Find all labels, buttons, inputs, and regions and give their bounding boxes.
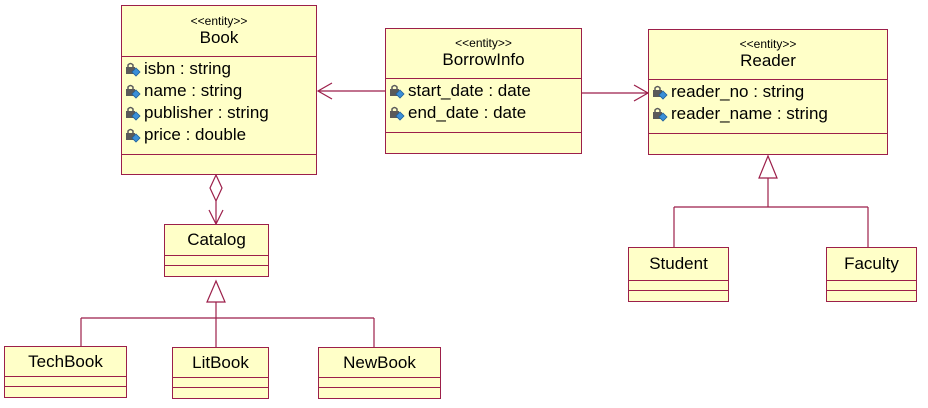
empty-compartment <box>629 281 728 291</box>
attribute-row[interactable]: publisher : string <box>122 102 316 124</box>
class-newbook[interactable]: NewBook <box>318 347 441 399</box>
empty-compartment <box>827 281 916 291</box>
class-name: BorrowInfo <box>442 50 525 69</box>
attribute-row[interactable]: price : double <box>122 124 316 146</box>
class-book[interactable]: <<entity>> Book isbn : string name : str… <box>121 5 317 175</box>
attribute-text: isbn : string <box>144 59 231 78</box>
class-header: Student <box>629 248 728 281</box>
class-name: NewBook <box>343 352 416 372</box>
lock-attribute-icon <box>124 82 144 100</box>
attribute-text: publisher : string <box>144 103 269 122</box>
class-techbook[interactable]: TechBook <box>4 346 127 398</box>
attribute-row[interactable]: end_date : date <box>386 102 581 124</box>
empty-compartment <box>165 256 268 266</box>
aggregation-diamond <box>209 173 223 203</box>
attribute-compartment: reader_no : string reader_name : string <box>649 80 887 134</box>
attribute-text: end_date : date <box>408 103 527 122</box>
class-reader[interactable]: <<entity>> Reader reader_no : string rea… <box>648 29 888 155</box>
class-header: NewBook <box>319 348 440 378</box>
class-header: TechBook <box>5 347 126 377</box>
attribute-row[interactable]: name : string <box>122 80 316 102</box>
stereotype-label: <<entity>> <box>190 13 248 28</box>
lock-attribute-icon <box>388 82 408 100</box>
attribute-row[interactable]: isbn : string <box>122 58 316 80</box>
book-arrowhead <box>316 82 333 100</box>
class-catalog[interactable]: Catalog <box>164 224 269 277</box>
class-faculty[interactable]: Faculty <box>826 247 917 302</box>
class-name: TechBook <box>28 351 103 371</box>
attribute-text: reader_name : string <box>671 104 828 123</box>
attribute-compartment: isbn : string name : string publisher : … <box>122 57 316 155</box>
class-name: Faculty <box>844 254 899 273</box>
attribute-row[interactable]: reader_no : string <box>649 81 887 103</box>
lock-attribute-icon <box>124 126 144 144</box>
catalog-generalization-triangle <box>206 279 226 303</box>
stereotype-label: <<entity>> <box>455 36 512 50</box>
class-name: LitBook <box>192 352 249 372</box>
class-header: Catalog <box>165 225 268 256</box>
class-name: Catalog <box>187 230 246 249</box>
class-header: <<entity>> Reader <box>649 30 887 80</box>
attribute-text: price : double <box>144 125 247 144</box>
class-header: Faculty <box>827 248 916 281</box>
empty-compartment <box>5 377 126 387</box>
lock-attribute-icon <box>651 105 671 123</box>
attribute-row[interactable]: start_date : date <box>386 80 581 102</box>
stereotype-label: <<entity>> <box>739 37 797 51</box>
class-header: <<entity>> Book <box>122 6 316 57</box>
empty-compartment <box>319 378 440 388</box>
class-header: <<entity>> BorrowInfo <box>386 29 581 79</box>
class-name: Book <box>199 27 239 47</box>
attribute-text: start_date : date <box>408 81 531 100</box>
empty-compartment <box>173 378 268 388</box>
attribute-row[interactable]: reader_name : string <box>649 103 887 125</box>
class-name: Reader <box>740 51 796 70</box>
attribute-compartment: start_date : date end_date : date <box>386 79 581 133</box>
class-student[interactable]: Student <box>628 247 729 302</box>
class-litbook[interactable]: LitBook <box>172 347 269 399</box>
class-borrowinfo[interactable]: <<entity>> BorrowInfo start_date : date … <box>385 28 582 154</box>
attribute-text: reader_no : string <box>671 82 805 101</box>
catalog-arrowhead <box>208 209 224 226</box>
class-name: Student <box>649 254 708 273</box>
lock-attribute-icon <box>388 104 408 122</box>
lock-attribute-icon <box>124 60 144 78</box>
lock-attribute-icon <box>651 83 671 101</box>
reader-generalization-triangle <box>758 154 778 179</box>
reader-arrowhead <box>633 84 650 102</box>
lock-attribute-icon <box>124 104 144 122</box>
attribute-text: name : string <box>144 81 243 100</box>
class-header: LitBook <box>173 348 268 378</box>
